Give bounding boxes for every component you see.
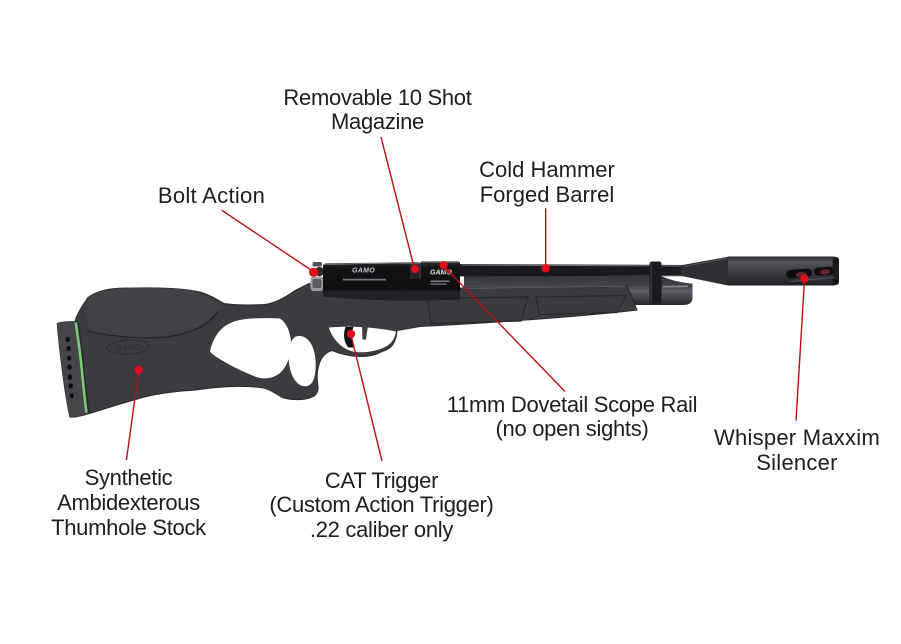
svg-text:GAMO: GAMO: [116, 342, 140, 353]
svg-text:GAMO: GAMO: [430, 270, 452, 277]
svg-text:GAMO: GAMO: [352, 267, 375, 274]
